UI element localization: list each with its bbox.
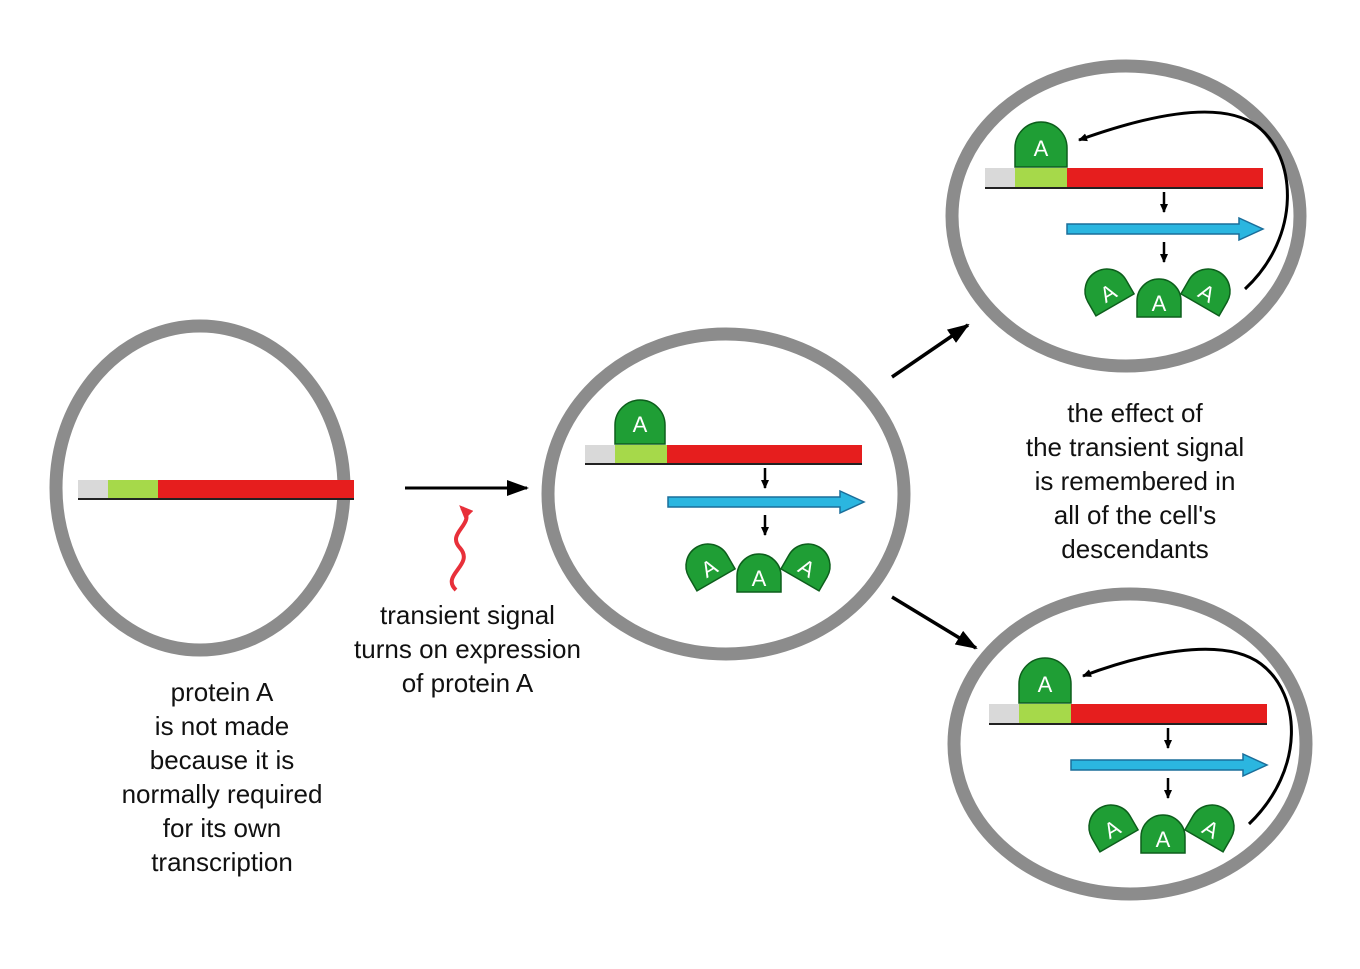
protein-a-product: A	[1136, 278, 1182, 318]
caption-line: of protein A	[401, 668, 534, 698]
caption-line: descendants	[1061, 534, 1209, 564]
caption-line: because it is	[149, 745, 295, 775]
caption-line: is not made	[154, 711, 290, 741]
caption-line: transient signal	[380, 600, 555, 630]
gene-A	[78, 480, 354, 500]
gene-A	[585, 445, 862, 465]
mrna-arrow	[667, 489, 866, 515]
cell-inactive	[49, 319, 354, 657]
caption-line: turns on expression	[354, 634, 581, 664]
caption-protein-not-made: protein A is not made because it is norm…	[72, 675, 372, 879]
svg-text:A: A	[752, 566, 767, 591]
protein-a-product: A	[1084, 268, 1136, 317]
protein-a-bound: A	[614, 399, 666, 445]
caption-line: all of the cell's	[1053, 500, 1217, 530]
svg-text:A: A	[1034, 136, 1049, 161]
caption-line: protein A	[170, 677, 274, 707]
protein-a-product: A	[779, 543, 831, 592]
feedback-arrow	[1082, 647, 1293, 826]
protein-a-product: A	[1179, 268, 1231, 317]
cell-descendant-lower: A A A A	[947, 587, 1313, 901]
cell-membrane	[947, 587, 1313, 901]
feedback-arrow	[1078, 110, 1289, 291]
caption-line: the effect of	[1067, 398, 1203, 428]
caption-transient-signal: transient signal turns on expression of …	[330, 598, 605, 700]
caption-line: the transient signal	[1025, 432, 1245, 462]
division-arrow-upper	[891, 323, 970, 379]
caption-effect-remembered: the effect of the transient signal is re…	[990, 396, 1280, 566]
svg-text:A: A	[1156, 827, 1171, 852]
cell-membrane	[541, 327, 911, 661]
gene-A	[985, 168, 1263, 189]
gene-A	[989, 704, 1267, 725]
mrna-arrow	[1070, 752, 1269, 778]
caption-line: for its own	[162, 813, 282, 843]
protein-a-product: A	[736, 553, 782, 593]
protein-a-bound: A	[1018, 657, 1072, 704]
protein-a-product: A	[1140, 814, 1186, 854]
mrna-arrow	[1066, 216, 1265, 242]
cell-descendant-upper: A A A A	[945, 59, 1307, 373]
cell-activated: A A A A	[541, 327, 911, 661]
svg-text:A: A	[633, 412, 648, 437]
protein-a-product: A	[1183, 804, 1235, 853]
protein-a-product: A	[685, 543, 737, 592]
protein-a-bound: A	[1014, 121, 1068, 168]
cell-membrane	[945, 59, 1307, 373]
protein-a-product: A	[1088, 804, 1140, 853]
caption-line: normally required	[121, 779, 323, 809]
svg-text:A: A	[1038, 672, 1053, 697]
svg-text:A: A	[1152, 291, 1167, 316]
caption-line: transcription	[151, 847, 293, 877]
division-arrow-lower	[891, 595, 978, 650]
transient-signal-squiggle	[449, 505, 474, 592]
caption-line: is remembered in	[1034, 466, 1236, 496]
